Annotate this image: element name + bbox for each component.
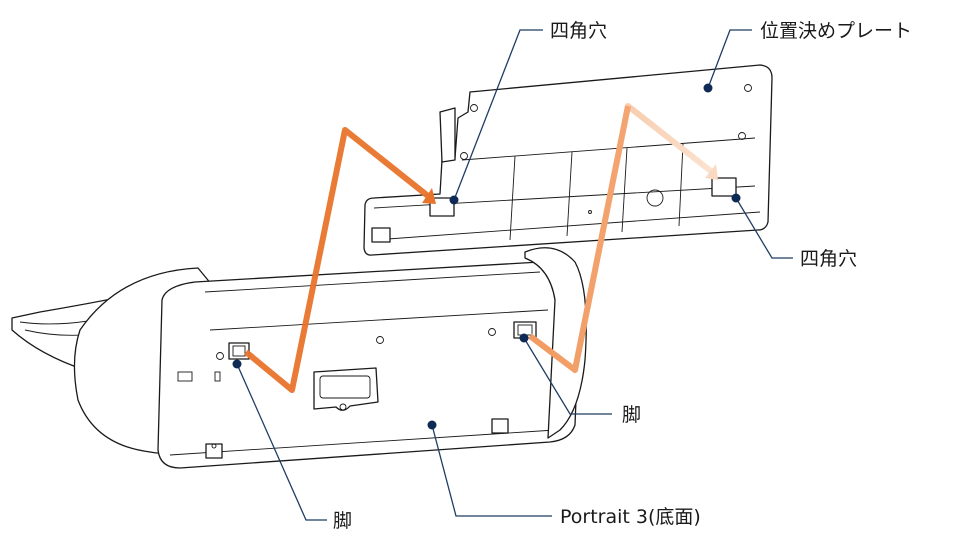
insertion-arrows — [244, 103, 718, 393]
label-square-hole-right: 四角穴 — [800, 248, 857, 270]
label-device-bottom: Portrait 3(底面) — [560, 506, 701, 528]
positioning-plate — [363, 64, 773, 256]
label-square-hole-top: 四角穴 — [550, 20, 607, 42]
device-body — [11, 247, 587, 469]
label-foot-left: 脚 — [333, 510, 352, 532]
label-positioning-plate: 位置決めプレート — [760, 20, 912, 42]
arrow-head-left-icon — [422, 188, 436, 204]
arrow-head-right-icon — [705, 164, 718, 180]
callouts: 四角穴 位置決めプレート 四角穴 脚 Portrait 3(底面) 脚 — [232, 20, 912, 532]
label-foot-right: 脚 — [622, 404, 641, 426]
